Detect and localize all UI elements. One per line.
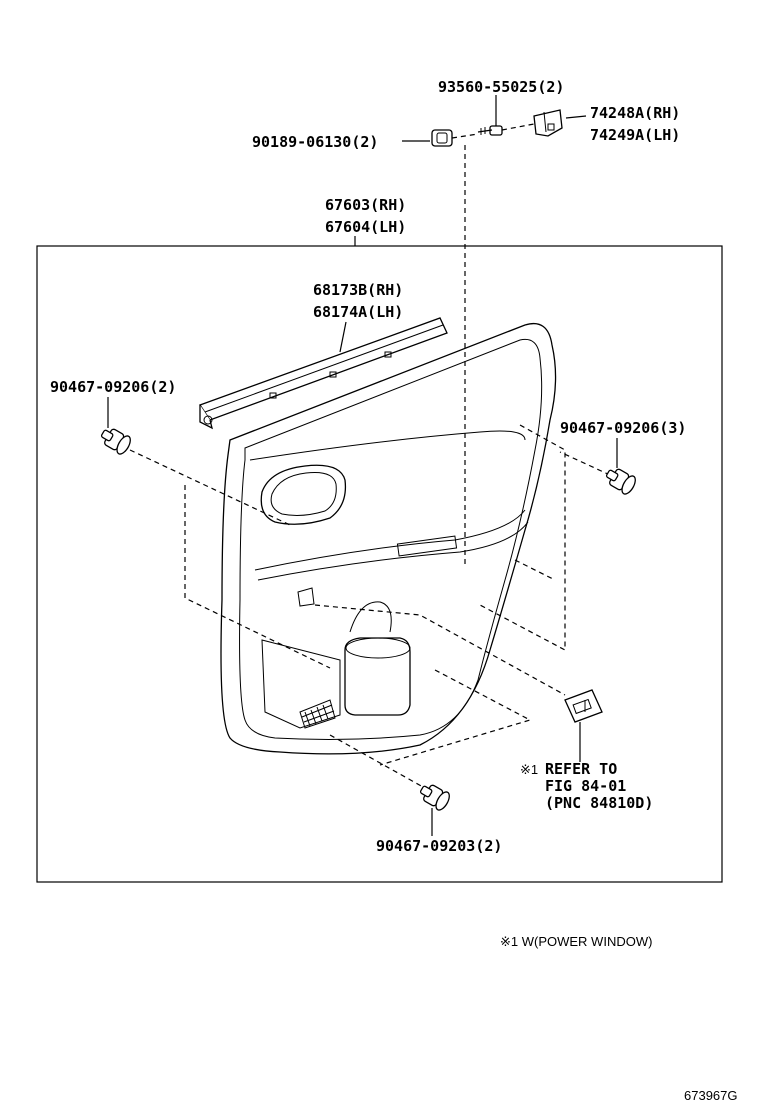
footnote: ※1 W(POWER WINDOW) [500, 934, 652, 949]
label-panel-67603: 67603(RH) [325, 196, 406, 214]
refer-mark: ※1 [520, 762, 538, 777]
dash-bottom-right [379, 669, 532, 766]
label-nut-90189: 90189-06130(2) [252, 133, 378, 151]
door-trim-panel [220, 322, 557, 755]
label-clip-left: 90467-09206(2) [50, 378, 176, 396]
dash-clip-left-lower [184, 485, 331, 669]
dash-clip-left-upper [129, 449, 291, 526]
dash-clip-right [559, 451, 611, 476]
label-screw-93560: 93560-55025(2) [438, 78, 564, 96]
dash-clip-right-mid [514, 559, 556, 581]
label-weatherstrip-68174a: 68174A(LH) [313, 303, 403, 321]
bracket-icon [533, 109, 563, 137]
refer-line-3: (PNC 84810D) [545, 794, 653, 812]
dash-clip-bottom [329, 734, 433, 793]
figure-code: 673967G [684, 1088, 738, 1103]
label-weatherstrip-68173b: 68173B(RH) [313, 281, 403, 299]
label-clip-right: 90467-09206(3) [560, 419, 686, 437]
label-clip-bottom: 90467-09203(2) [376, 837, 502, 855]
assembly-frame [36, 245, 723, 883]
weatherstrip-part [198, 317, 448, 430]
push-clip-icon [605, 468, 636, 495]
label-part-74248a: 74248A(RH) [590, 104, 680, 122]
nut-icon [431, 129, 453, 147]
speaker-grille [299, 699, 336, 729]
refer-line-2: FIG 84-01 [545, 777, 626, 795]
leader-bracket [565, 115, 587, 119]
label-part-74249a: 74249A(LH) [590, 126, 680, 144]
leader-weatherstrip [339, 321, 347, 353]
dash-clip-right-upper [479, 424, 566, 651]
dash-nut-screw [451, 133, 479, 139]
label-panel-67604: 67604(LH) [325, 218, 406, 236]
dash-screw-bracket [501, 123, 535, 131]
refer-line-1: REFER TO [545, 760, 617, 778]
power-window-switch-icon [564, 689, 603, 723]
push-clip-icon [419, 784, 450, 811]
push-clip-icon [100, 428, 131, 455]
screw-icon [477, 125, 503, 136]
